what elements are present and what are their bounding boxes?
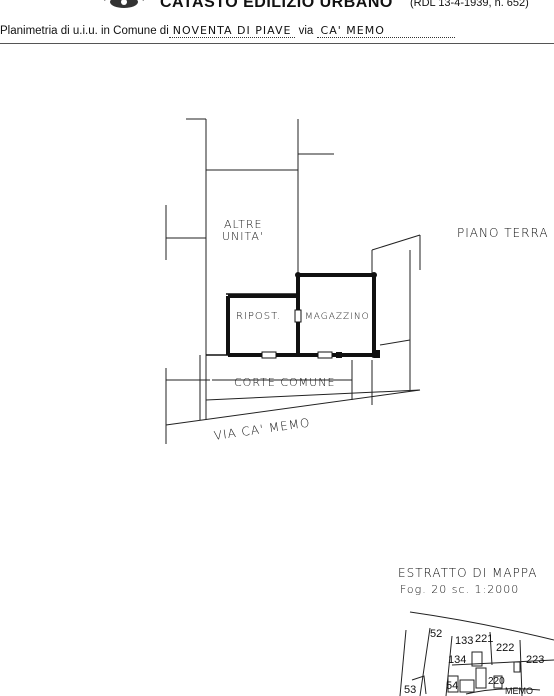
label-unita: UNITA' (222, 230, 264, 243)
parcel-223: 223 (526, 654, 545, 666)
comune-value: NOVENTA DI PIAVE (172, 24, 292, 37)
label-ripost: RIPOST. (236, 311, 282, 322)
document-title: CATASTO EDILIZIO URBANO (160, 0, 393, 11)
parcel-53: 53 (404, 684, 417, 696)
law-reference: (RDL 13-4-1939, n. 652) (410, 0, 529, 9)
label-altre: ALTRE (224, 218, 263, 231)
label-corte-comune: CORTE COMUNE (234, 376, 336, 389)
map-street-label: MEMO (505, 686, 533, 696)
parcel-52: 52 (430, 628, 443, 640)
via-value: CA' MEMO (320, 24, 385, 37)
parcel-221: 221 (475, 633, 494, 645)
parcel-134: 134 (448, 654, 467, 666)
via-label: via (298, 25, 314, 37)
parcel-54: 54 (446, 680, 459, 692)
parcel-222: 222 (496, 642, 515, 654)
emblem-icon (104, 0, 144, 8)
subline-prefix: Planimetria di u.i.u. in Comune di (0, 25, 169, 37)
extract-title: ESTRATTO DI MAPPA (398, 566, 538, 580)
label-magazzino: MAGAZZINO (305, 312, 370, 322)
parcel-133: 133 (455, 635, 474, 647)
extract-scale: Fog. 20 sc. 1:2000 (400, 583, 520, 596)
parcel-220: 220 (488, 676, 505, 687)
floor-label: PIANO TERRA (457, 226, 549, 240)
header-rule (0, 43, 554, 44)
